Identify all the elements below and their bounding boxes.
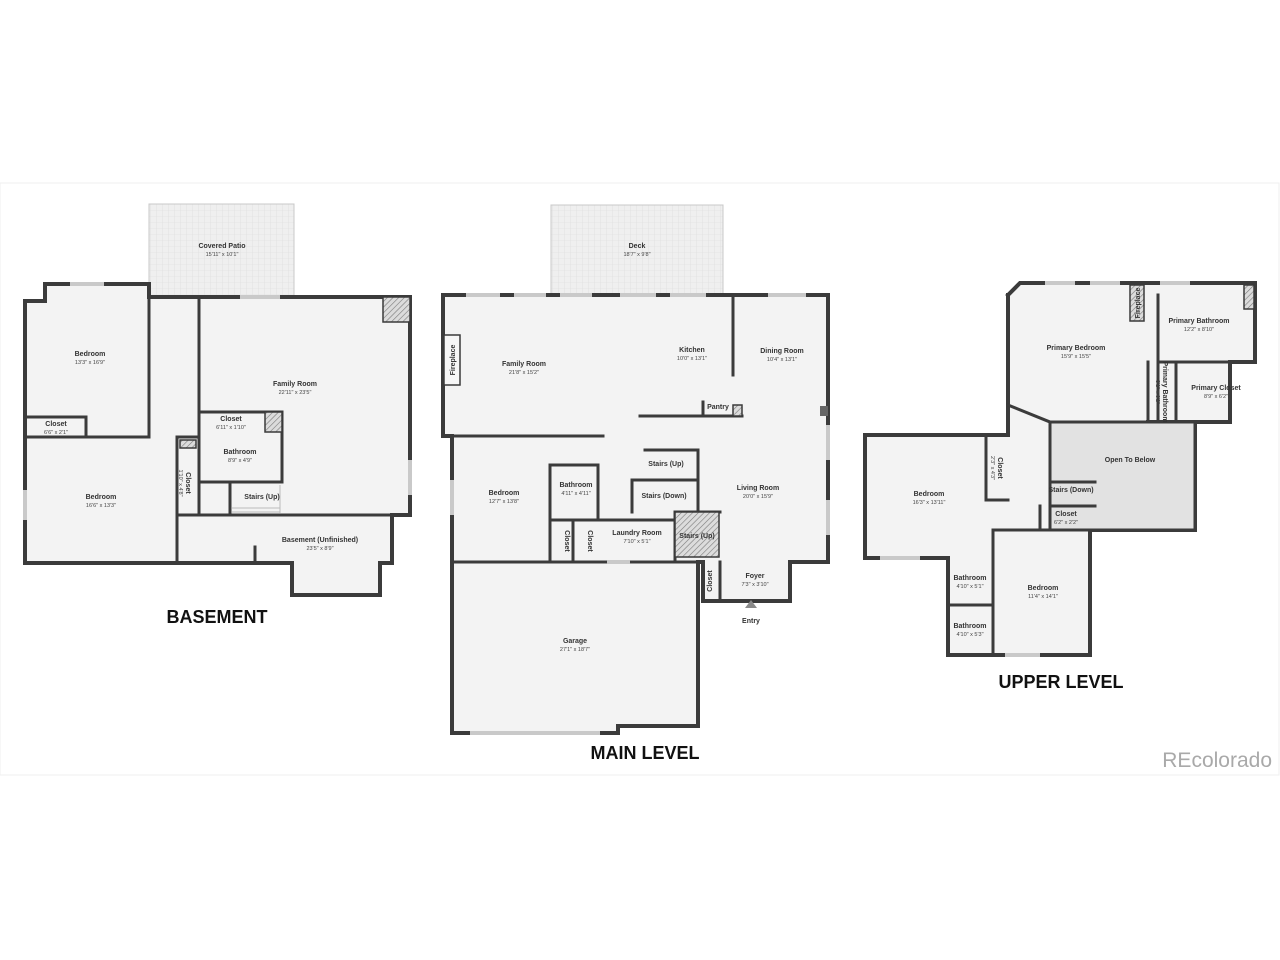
label-basement-bedroom-2: Bedroom — [86, 494, 117, 501]
label-garage: Garage — [563, 638, 587, 645]
dim-basement-closet-vertical: 1'10" x 4'8" — [177, 469, 183, 496]
label-upper-closet: Closet — [1055, 511, 1077, 518]
dim-garage: 27'1" x 18'7" — [560, 647, 590, 653]
basement-utility-block — [264, 411, 283, 433]
main-stairs-up-hatch — [674, 511, 720, 558]
label-main-closet-2: Closet — [586, 530, 593, 552]
label-main-stairs-up-1: Stairs (Up) — [648, 461, 683, 468]
basement-stairs-treads — [232, 485, 281, 513]
label-open-to-below: Open To Below — [1105, 457, 1156, 464]
label-upper-closet-vertical: Closet — [996, 457, 1003, 479]
dim-kitchen: 10'0" x 13'1" — [677, 356, 707, 362]
deck — [550, 204, 724, 296]
dim-basement-closet-small: 6'6" x 2'1" — [44, 430, 68, 436]
label-primary-closet: Primary Closet — [1191, 385, 1241, 392]
dim-main-bedroom: 12'7" x 13'8" — [489, 499, 519, 505]
dim-upper-bedroom-1: 16'3" x 13'11" — [913, 500, 946, 506]
label-kitchen: Kitchen — [679, 347, 705, 354]
dim-living-room: 20'0" x 15'9" — [743, 494, 773, 500]
label-entry: Entry — [742, 618, 760, 625]
dim-primary-closet: 8'9" x 6'2" — [1204, 394, 1228, 400]
basement-vent-block — [179, 439, 197, 449]
dim-basement-bedroom-1: 13'3" x 16'9" — [75, 360, 105, 366]
label-living-room: Living Room — [737, 485, 779, 492]
label-basement-stairs: Stairs (Up) — [244, 494, 279, 501]
label-upper-stairs: Stairs (Down) — [1048, 487, 1093, 494]
label-primary-bathroom-small: Primary Bathroom — [1161, 361, 1168, 422]
level-title-upper: UPPER LEVEL — [998, 672, 1123, 692]
open-to-below-area — [1048, 420, 1197, 532]
main-fireplace-block — [443, 334, 461, 386]
upper-level-labels: Fireplace Primary Bathroom 12'2" x 8'10"… — [913, 288, 1242, 692]
dim-upper-bathroom-1: 4'10" x 5'1" — [956, 584, 983, 590]
label-basement-family-room: Family Room — [273, 381, 317, 388]
label-basement-closet-small: Closet — [45, 421, 67, 428]
page-frame — [0, 182, 1280, 776]
dim-upper-bathroom-2: 4'10" x 5'3" — [956, 632, 983, 638]
dim-laundry-room: 7'10" x 5'1" — [623, 539, 650, 545]
label-upper-fireplace: Fireplace — [1135, 288, 1142, 319]
dim-upper-closet: 6'2" x 2'2" — [1054, 520, 1078, 526]
label-primary-bedroom: Primary Bedroom — [1047, 345, 1106, 352]
label-deck: Deck — [629, 243, 646, 250]
basement-labels: Covered Patio 15'11" x 10'1" Bedroom 13'… — [44, 243, 358, 627]
label-basement-bedroom-1: Bedroom — [75, 351, 106, 358]
label-primary-bathroom: Primary Bathroom — [1168, 318, 1229, 325]
dim-main-bathroom: 4'11" x 4'11" — [561, 491, 590, 497]
dim-basement-family-room: 22'11" x 23'5" — [279, 390, 312, 396]
upper-fireplace-block — [1129, 284, 1145, 322]
label-main-fireplace: Fireplace — [450, 345, 457, 376]
dim-primary-bathroom-small: 3'1" x 6'2" — [1154, 380, 1160, 404]
label-main-stairs-up-2: Stairs (Up) — [679, 533, 714, 540]
dim-basement-bathroom: 8'9" x 4'9" — [228, 458, 252, 464]
covered-patio — [148, 203, 295, 298]
label-upper-bathroom-1: Bathroom — [953, 575, 986, 582]
label-foyer: Foyer — [745, 573, 764, 580]
basement-fireplace-block — [382, 296, 411, 323]
label-basement-closet-vertical: Closet — [184, 472, 191, 494]
upper-level-plan — [863, 281, 1257, 657]
label-dining-room: Dining Room — [760, 348, 804, 355]
label-basement-bathroom: Bathroom — [223, 449, 256, 456]
dim-basement-bedroom-2: 16'6" x 13'3" — [86, 503, 116, 509]
label-main-bathroom: Bathroom — [559, 482, 592, 489]
label-laundry-room: Laundry Room — [612, 530, 661, 537]
label-upper-bedroom-1: Bedroom — [914, 491, 945, 498]
basement-plan — [23, 203, 412, 597]
label-main-bedroom: Bedroom — [489, 490, 520, 497]
label-pantry: Pantry — [707, 404, 729, 411]
label-main-closet-1: Closet — [563, 530, 570, 552]
pantry-vent-block — [732, 404, 743, 417]
label-upper-bedroom-2: Bedroom — [1028, 585, 1059, 592]
dim-upper-bedroom-2: 11'4" x 14'1" — [1028, 594, 1058, 600]
dim-main-family-room: 21'8" x 15'2" — [509, 370, 539, 376]
entry-arrow-icon — [745, 600, 757, 608]
dim-basement-closet-mid: 6'11" x 1'10" — [216, 425, 246, 431]
dim-deck: 18'7" x 9'8" — [623, 252, 650, 258]
level-title-main: MAIN LEVEL — [590, 743, 699, 763]
dim-covered-patio: 15'11" x 10'1" — [206, 252, 239, 258]
main-level-plan — [441, 204, 830, 735]
dim-upper-closet-vertical: 2'3" x 4'3" — [989, 456, 995, 480]
label-main-closet-3: Closet — [707, 570, 714, 592]
dim-primary-bedroom: 15'9" x 15'5" — [1061, 354, 1091, 360]
label-upper-bathroom-2: Bathroom — [953, 623, 986, 630]
label-main-stairs-down: Stairs (Down) — [641, 493, 686, 500]
main-level-labels: Deck 18'7" x 9'8" Family Room 21'8" x 15… — [450, 243, 804, 763]
dim-primary-bathroom: 12'2" x 8'10" — [1184, 327, 1214, 333]
label-main-family-room: Family Room — [502, 361, 546, 368]
main-wall-post — [820, 406, 828, 416]
dim-dining-room: 10'4" x 13'1" — [767, 357, 797, 363]
level-title-basement: BASEMENT — [166, 607, 267, 627]
upper-vent-block — [1243, 284, 1255, 310]
dim-basement-unfinished: 23'5" x 8'9" — [306, 546, 333, 552]
brand-watermark: REcolorado — [1162, 749, 1272, 772]
label-basement-unfinished: Basement (Unfinished) — [282, 537, 358, 544]
label-covered-patio: Covered Patio — [198, 243, 245, 250]
label-basement-closet-mid: Closet — [220, 416, 242, 423]
dim-foyer: 7'3" x 3'10" — [741, 582, 768, 588]
